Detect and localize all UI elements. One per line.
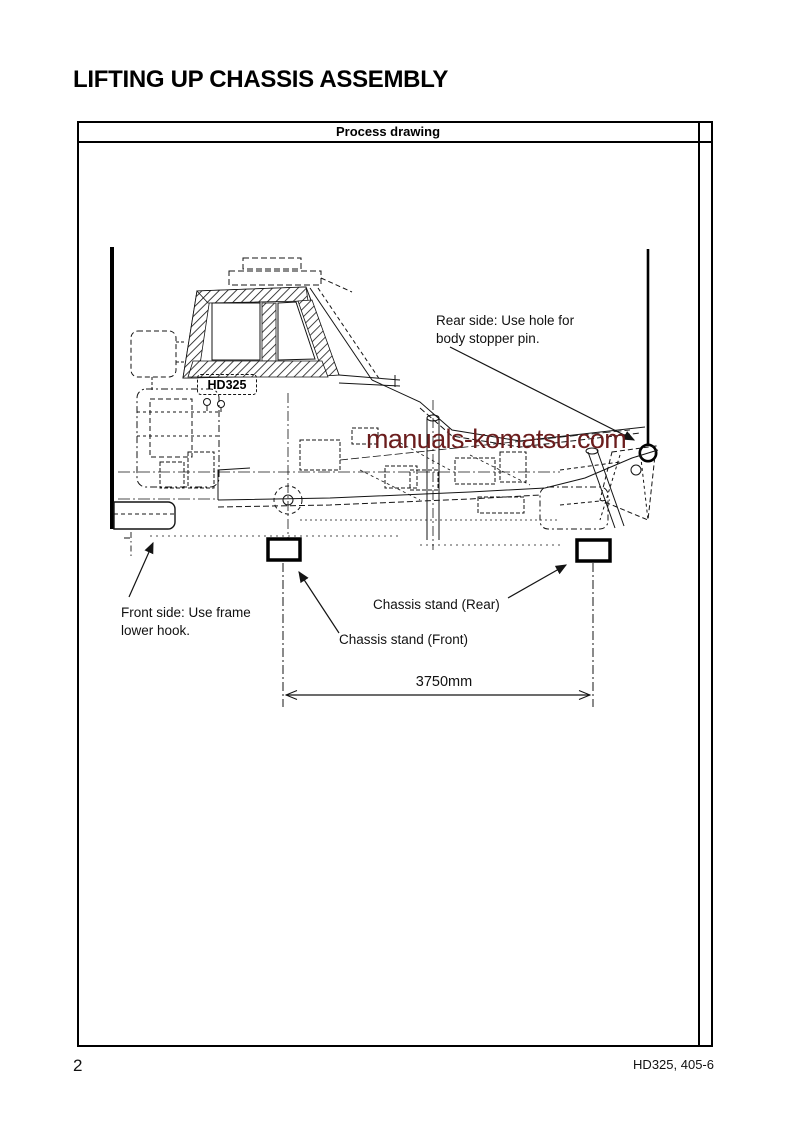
annotation-rear-hook: Rear side: Use hole for body stopper pin…: [436, 312, 574, 348]
leader-arrows: [128, 346, 636, 634]
rear-hook-arrow: [449, 346, 636, 441]
front-stand-arrow: [298, 570, 340, 634]
model-plate-label: HD325: [207, 377, 247, 392]
annotation-front-line2: lower hook.: [121, 623, 191, 638]
dimension-3750: [282, 563, 594, 707]
chassis-stands: [266, 537, 612, 563]
annotation-front-hook: Front side: Use frame lower hook.: [121, 604, 251, 640]
annotation-stand-front: Chassis stand (Front): [339, 632, 469, 647]
watermark-text: manuals-komatsu.com: [366, 424, 627, 454]
model-plate: HD325: [197, 374, 257, 395]
annotation-front-line1: Front side: Use frame: [121, 605, 251, 620]
table-header-label: Process drawing: [335, 124, 441, 139]
truck-lineart: [113, 257, 659, 550]
table-header-underline: [77, 141, 713, 143]
chassis-stand-front: [266, 537, 302, 562]
annotation-stand-rear: Chassis stand (Rear): [373, 597, 500, 612]
crane-cables: [110, 247, 658, 556]
rear-stand-arrow: [507, 564, 568, 599]
front-hook-arrow: [128, 541, 154, 598]
dimension-label: 3750mm: [415, 674, 473, 690]
annotation-rear-line2: body stopper pin.: [436, 331, 540, 346]
process-table-border: [77, 121, 713, 1047]
table-column-divider: [698, 121, 700, 1047]
page-title: LIFTING UP CHASSIS ASSEMBLY: [73, 66, 449, 93]
document-reference: HD325, 405-6: [633, 1057, 714, 1072]
annotation-rear-line1: Rear side: Use hole for: [436, 313, 575, 328]
page-number: 2: [73, 1056, 83, 1075]
chassis-stand-rear: [575, 538, 612, 563]
